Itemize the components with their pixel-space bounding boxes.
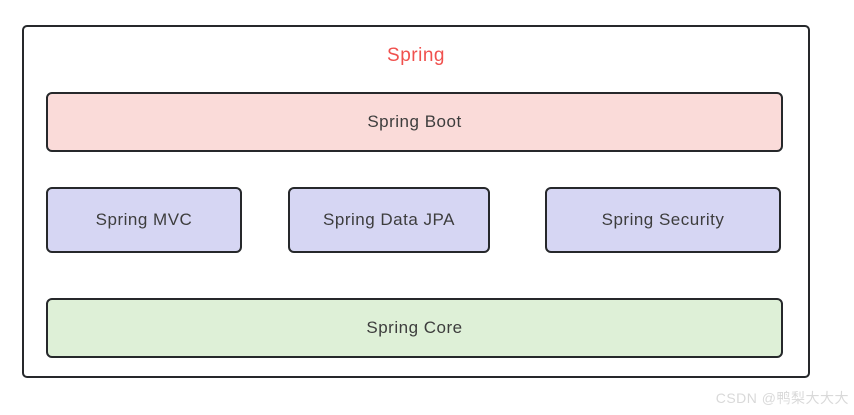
box-spring-security: Spring Security	[545, 187, 781, 253]
watermark: CSDN @鸭梨大大大	[715, 390, 849, 406]
spring-container-box: Spring Spring Boot Spring MVC Spring Dat…	[22, 25, 810, 378]
diagram-title: Spring	[387, 45, 445, 66]
box-spring-boot: Spring Boot	[46, 92, 783, 152]
box-spring-mvc: Spring MVC	[46, 187, 242, 253]
box-spring-data-jpa: Spring Data JPA	[288, 187, 490, 253]
box-spring-core: Spring Core	[46, 298, 783, 358]
